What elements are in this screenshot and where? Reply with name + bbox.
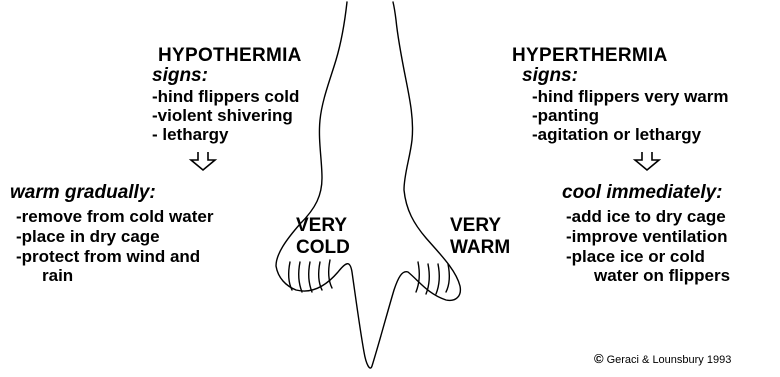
hyperthermia-sign-2: -panting [532,107,599,124]
hyperthermia-action-4: water on flippers [594,267,730,284]
very-cold-label-line1: VERY [296,216,347,235]
hypothermia-sign-3: - lethargy [152,126,229,143]
hypothermia-down-arrow-icon [188,150,218,172]
hypothermia-title: HYPOTHERMIA [158,46,302,65]
hyperthermia-down-arrow-icon [632,150,662,172]
hypothermia-action-1: -remove from cold water [16,208,213,225]
very-warm-label-line1: VERY [450,216,501,235]
hypothermia-action-4: rain [42,267,73,284]
seal-body-outline [276,2,460,368]
credit-text: Geraci & Lounsbury 1993 [607,354,732,366]
hypothermia-sign-1: -hind flippers cold [152,88,299,105]
hyperthermia-sign-3: -agitation or lethargy [532,126,701,143]
hyperthermia-action-2: -improve ventilation [566,228,728,245]
copyright-credit: ©Geraci & Lounsbury 1993 [594,352,731,366]
hypothermia-signs-label: signs: [152,66,208,85]
hyperthermia-action-3: -place ice or cold [566,248,705,265]
right-flipper-digits [416,262,449,294]
cool-immediately-label: cool immediately: [562,183,723,202]
hypothermia-sign-2: -violent shivering [152,107,293,124]
hyperthermia-action-1: -add ice to dry cage [566,208,726,225]
warm-gradually-label: warm gradually: [10,183,156,202]
hypothermia-action-3: -protect from wind and [16,248,200,265]
left-flipper-digits [289,260,332,292]
very-cold-label-line2: COLD [296,238,350,257]
hyperthermia-title: HYPERTHERMIA [512,46,668,65]
very-warm-label-line2: WARM [450,238,510,257]
hyperthermia-sign-1: -hind flippers very warm [532,88,729,105]
copyright-symbol: © [594,351,604,366]
hypothermia-action-2: -place in dry cage [16,228,160,245]
hyperthermia-signs-label: signs: [522,66,578,85]
